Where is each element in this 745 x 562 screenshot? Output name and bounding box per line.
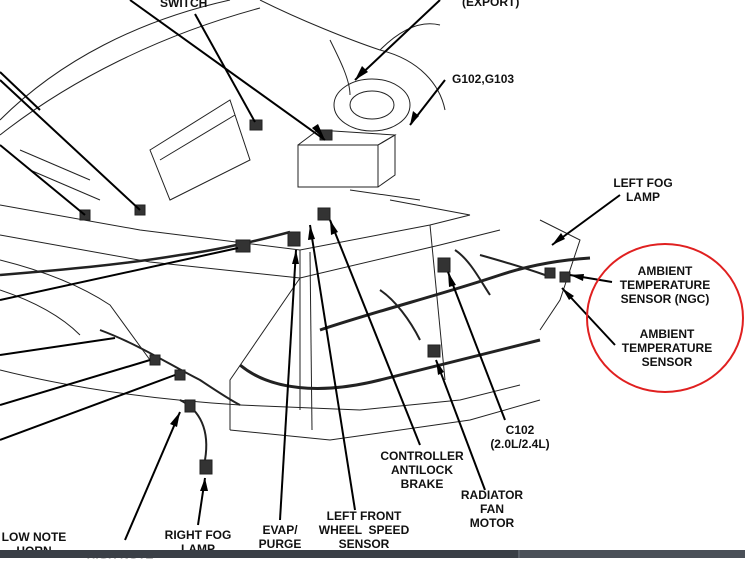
label-wheel-line2: WHEEL SPEED [318,523,410,537]
arrow-ambient [562,288,574,300]
label-left-fog-lamp-line2: LAMP [626,190,660,204]
scrollbar-segment-right [520,550,745,558]
label-ambient-temp: AMBIENT TEMPERATURE SENSOR [612,327,722,369]
arrow-left-fog [552,233,565,245]
label-controller-line2: ANTILOCK [391,463,453,477]
leader-left-4 [0,247,239,301]
label-g102-g103-text: G102,G103 [452,72,515,86]
label-left-fog-lamp-line1: LEFT FOG [613,176,673,190]
leader-wheel-speed [309,224,356,511]
label-right-fog-line1: RIGHT FOG [164,528,232,542]
arrow-c102 [448,272,456,287]
label-export: (EXPORT) [462,0,519,9]
label-switch: SWITCH [160,0,207,10]
leader-left-3 [0,337,116,356]
label-radiator-line2: FAN [480,502,504,516]
arrow-radiator [436,360,444,375]
label-low-note-line1: LOW NOTE [1,530,67,544]
label-c102-line1: C102 [505,423,535,437]
label-evap-purge: EVAP/ PURGE [254,523,306,551]
arrow-ambient-ngc [570,274,584,281]
leader-lines [0,0,621,541]
arrow-g102 [410,111,419,125]
leader-low-note [124,411,181,541]
leader-switch-2 [194,13,256,123]
leader-left-1 [0,374,176,441]
leader-evap [279,249,297,521]
arrow-switch [312,124,325,140]
label-left-front-wheel-speed-sensor: LEFT FRONT WHEEL SPEED SENSOR [308,509,420,551]
label-export-text: (EXPORT) [462,0,520,9]
label-left-fog-lamp: LEFT FOG LAMP [608,176,678,204]
arrow-low-note [170,412,180,427]
label-ambient-line1: AMBIENT [639,327,695,341]
leader-left-6 [0,79,141,211]
label-wheel-line3: SENSOR [338,537,390,551]
arrow-export [355,66,368,80]
leader-export [354,0,441,81]
leader-left-2 [0,359,151,406]
label-evap-line2: PURGE [258,537,302,551]
label-ambient-temp-ngc: AMBIENT TEMPERATURE SENSOR (NGC) [610,264,720,306]
leader-c102 [447,271,506,421]
label-radiator-fan-motor: RADIATOR FAN MOTOR [450,488,534,530]
label-evap-line1: EVAP/ [262,523,298,537]
leader-switch-1 [129,0,326,141]
label-ambient-ngc-line1: AMBIENT [637,264,693,278]
label-ambient-line3: SENSOR [641,355,693,369]
label-wheel-line1: LEFT FRONT [326,509,402,523]
arrowheads [170,66,584,491]
label-ambient-line2: TEMPERATURE [621,341,713,355]
label-c102: C102 (2.0L/2.4L) [480,423,560,451]
label-controller-antilock-brake: CONTROLLER ANTILOCK BRAKE [370,449,474,491]
arrow-right-fog [200,478,208,491]
arrow-wheel-speed [308,225,315,240]
label-ambient-ngc-line2: TEMPERATURE [619,278,711,292]
label-radiator-line3: MOTOR [469,516,515,530]
arrow-evap [292,250,299,264]
label-g102-g103: G102,G103 [452,72,514,86]
annotation-circle [586,243,744,393]
vehicle-body-drawing [0,0,591,475]
label-controller-line1: CONTROLLER [380,449,464,463]
label-switch-text: SWITCH [160,0,208,10]
bottom-scrollbar[interactable] [0,550,745,558]
leader-left-5 [0,144,86,216]
leader-radiator [435,359,486,491]
label-c102-line2: (2.0L/2.4L) [490,437,550,451]
label-ambient-ngc-line3: SENSOR (NGC) [620,292,710,306]
leader-controller [329,219,421,446]
label-controller-line3: BRAKE [400,477,444,491]
label-radiator-line1: RADIATOR [460,488,524,502]
scrollbar-segment-left [0,550,518,558]
leader-left-7 [0,71,41,111]
arrow-controller [330,220,338,235]
